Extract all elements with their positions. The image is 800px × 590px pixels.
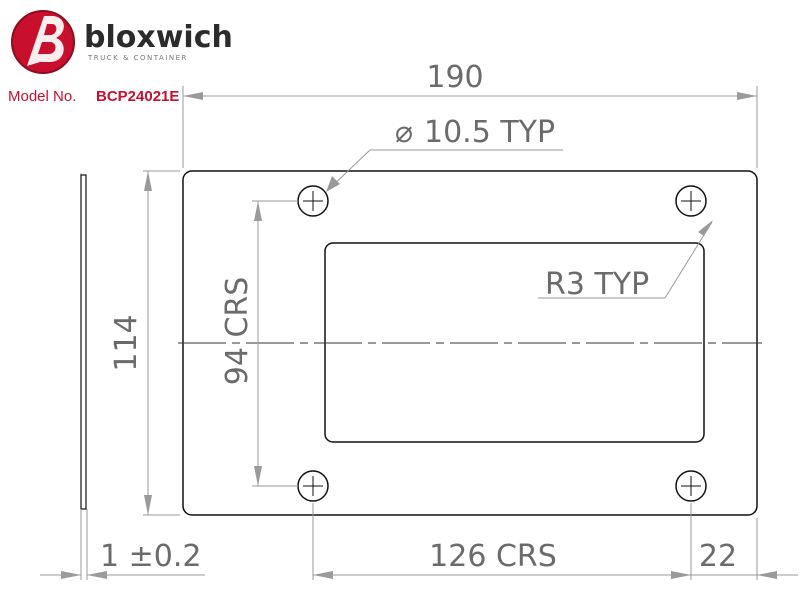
dimension-thickness: 1 ±0.2 xyxy=(40,539,205,579)
diameter-symbol: ⌀ xyxy=(395,115,413,150)
arrowhead xyxy=(144,171,152,191)
arrowhead xyxy=(313,571,333,579)
bloxwich-logo: bloxwich TRUCK & CONTAINER xyxy=(11,10,233,74)
logo-badge-ring xyxy=(11,10,75,74)
arrowhead xyxy=(254,466,262,486)
logo-b-counter xyxy=(38,24,57,54)
arrowhead xyxy=(326,176,340,192)
dimension-edge-offset: 22 xyxy=(691,518,798,580)
dimension-overall-height: 114 xyxy=(109,170,180,516)
brand-name: bloxwich xyxy=(84,20,233,55)
thickness-label: 1 ±0.2 xyxy=(100,539,201,574)
arrowhead xyxy=(87,571,107,579)
horizontal-centers-label: 126 CRS xyxy=(429,539,557,574)
profile-plate xyxy=(80,174,87,510)
brand-tagline: TRUCK & CONTAINER xyxy=(87,54,188,62)
overall-width-label: 190 xyxy=(426,60,483,95)
side-profile xyxy=(80,173,88,580)
arrowhead xyxy=(757,571,777,579)
mounting-hole xyxy=(297,185,329,217)
arrowhead xyxy=(254,201,262,221)
mounting-hole xyxy=(297,470,329,502)
arrowhead xyxy=(671,571,691,579)
dimension-corner-radius: R3 TYP xyxy=(538,220,713,302)
arrowhead xyxy=(698,220,713,236)
arrowhead xyxy=(144,495,152,515)
arrowhead xyxy=(61,571,81,579)
arrowhead xyxy=(737,92,757,100)
dimension-horizontal-centers: 126 CRS xyxy=(312,503,692,580)
dimension-vertical-centers: 94 CRS xyxy=(220,200,298,487)
overall-height-label: 114 xyxy=(109,314,144,371)
model-label: Model No. xyxy=(8,88,76,105)
mounting-hole xyxy=(675,185,707,217)
model-number: BCP24021E xyxy=(96,88,179,105)
edge-offset-label: 22 xyxy=(699,539,737,574)
mounting-hole xyxy=(675,470,707,502)
corner-radius-label: R3 TYP xyxy=(545,267,649,302)
dimension-overall-width: 190 xyxy=(182,60,758,168)
dimension-hole-diameter: ⌀ 10.5 TYP xyxy=(326,115,563,192)
hole-bottom-right xyxy=(675,470,707,502)
arrowhead xyxy=(183,92,203,100)
vertical-centers-label: 94 CRS xyxy=(220,277,255,386)
hole-top-right xyxy=(675,185,707,217)
hole-diameter-label: 10.5 TYP xyxy=(424,115,555,150)
